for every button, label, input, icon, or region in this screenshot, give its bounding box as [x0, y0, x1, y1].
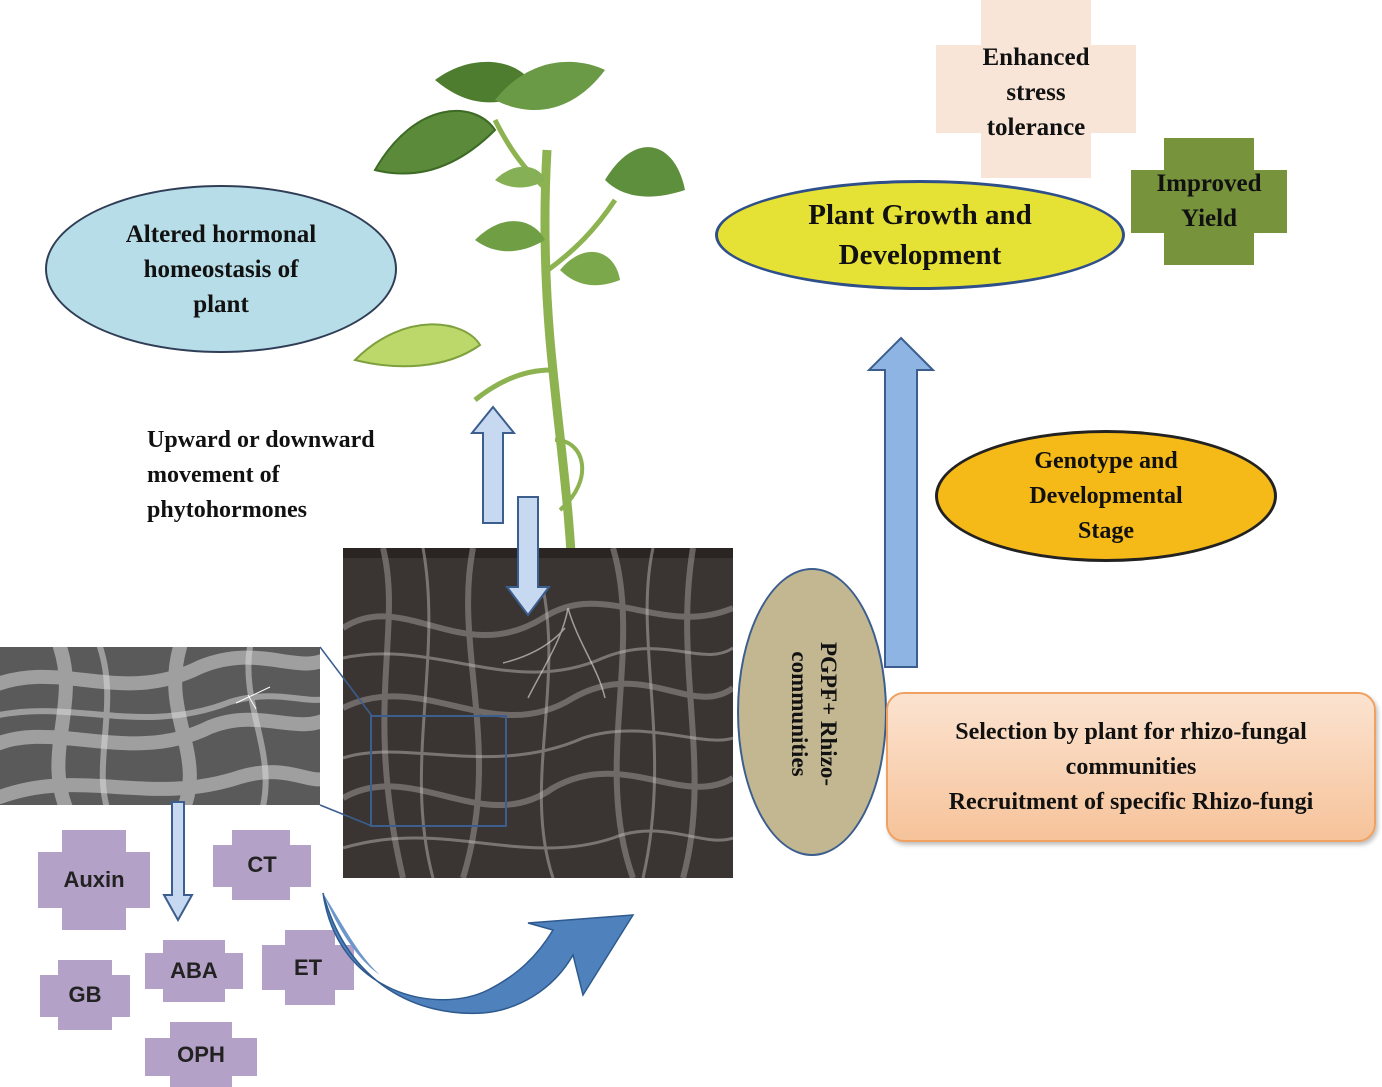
down-arrow-hormones — [162, 801, 194, 922]
hormonal-homeostasis-ellipse: Altered hormonal homeostasis of plant — [45, 185, 397, 353]
hormone-auxin-label: Auxin — [63, 867, 125, 892]
enhanced-stress-text: Enhanced stress tolerance — [936, 38, 1136, 146]
hormone-gb: GB — [40, 960, 130, 1030]
hormone-ct: CT — [213, 830, 311, 900]
hormone-oph: OPH — [145, 1022, 257, 1087]
up-arrow-plant — [470, 405, 516, 524]
hormone-aba-label: ABA — [170, 958, 218, 983]
up-arrow-growth — [866, 336, 936, 668]
genotype-ellipse: Genotype and Developmental Stage — [935, 430, 1277, 562]
hormone-et: ET — [262, 930, 354, 1005]
zoom-box — [370, 715, 507, 827]
improved-yield-label: Improved Yield — [1156, 170, 1262, 232]
sem-micrograph — [0, 647, 320, 805]
enhanced-stress-label: Enhanced stress tolerance — [982, 43, 1090, 141]
plant-growth-ellipse: Plant Growth and Development — [715, 180, 1125, 290]
hormone-gb-label: GB — [68, 982, 102, 1007]
yield-plus-shape — [1131, 138, 1287, 265]
improved-yield-text: Improved Yield — [1131, 165, 1287, 237]
down-arrow-plant — [505, 496, 551, 617]
pgpf-rhizo-label: PGPF+ Rhizo-communities — [787, 641, 841, 787]
phytohormone-movement-label: Upward or downward movement of phytohorm… — [147, 427, 375, 523]
selection-box: Selection by plant for rhizo-fungal comm… — [886, 692, 1376, 842]
genotype-label: Genotype and Developmental Stage — [1029, 447, 1183, 544]
pgpf-rhizo-ellipse: PGPF+ Rhizo-communities — [737, 568, 887, 856]
plant-growth-label: Plant Growth and Development — [808, 199, 1032, 271]
hormone-auxin: Auxin — [38, 830, 150, 930]
phytohormone-movement-text: Upward or downward movement of phytohorm… — [147, 423, 437, 528]
pgpf-rhizo-text: PGPF+ Rhizo-communities — [780, 584, 848, 844]
selection-line-2: Recruitment of specific Rhizo-fungi — [948, 788, 1314, 815]
stress-plus-shape — [936, 0, 1136, 178]
plant-illustration — [353, 61, 685, 696]
curved-arrow — [322, 892, 635, 1015]
hormone-et-label: ET — [293, 954, 323, 980]
hormonal-homeostasis-label: Altered hormonal homeostasis of plant — [125, 220, 317, 318]
selection-line-1: Selection by plant for rhizo-fungal comm… — [955, 718, 1307, 780]
hormone-aba: ABA — [145, 940, 243, 1002]
hormone-ct-label: CT — [247, 852, 277, 877]
hormone-oph-label: OPH — [177, 1041, 225, 1067]
